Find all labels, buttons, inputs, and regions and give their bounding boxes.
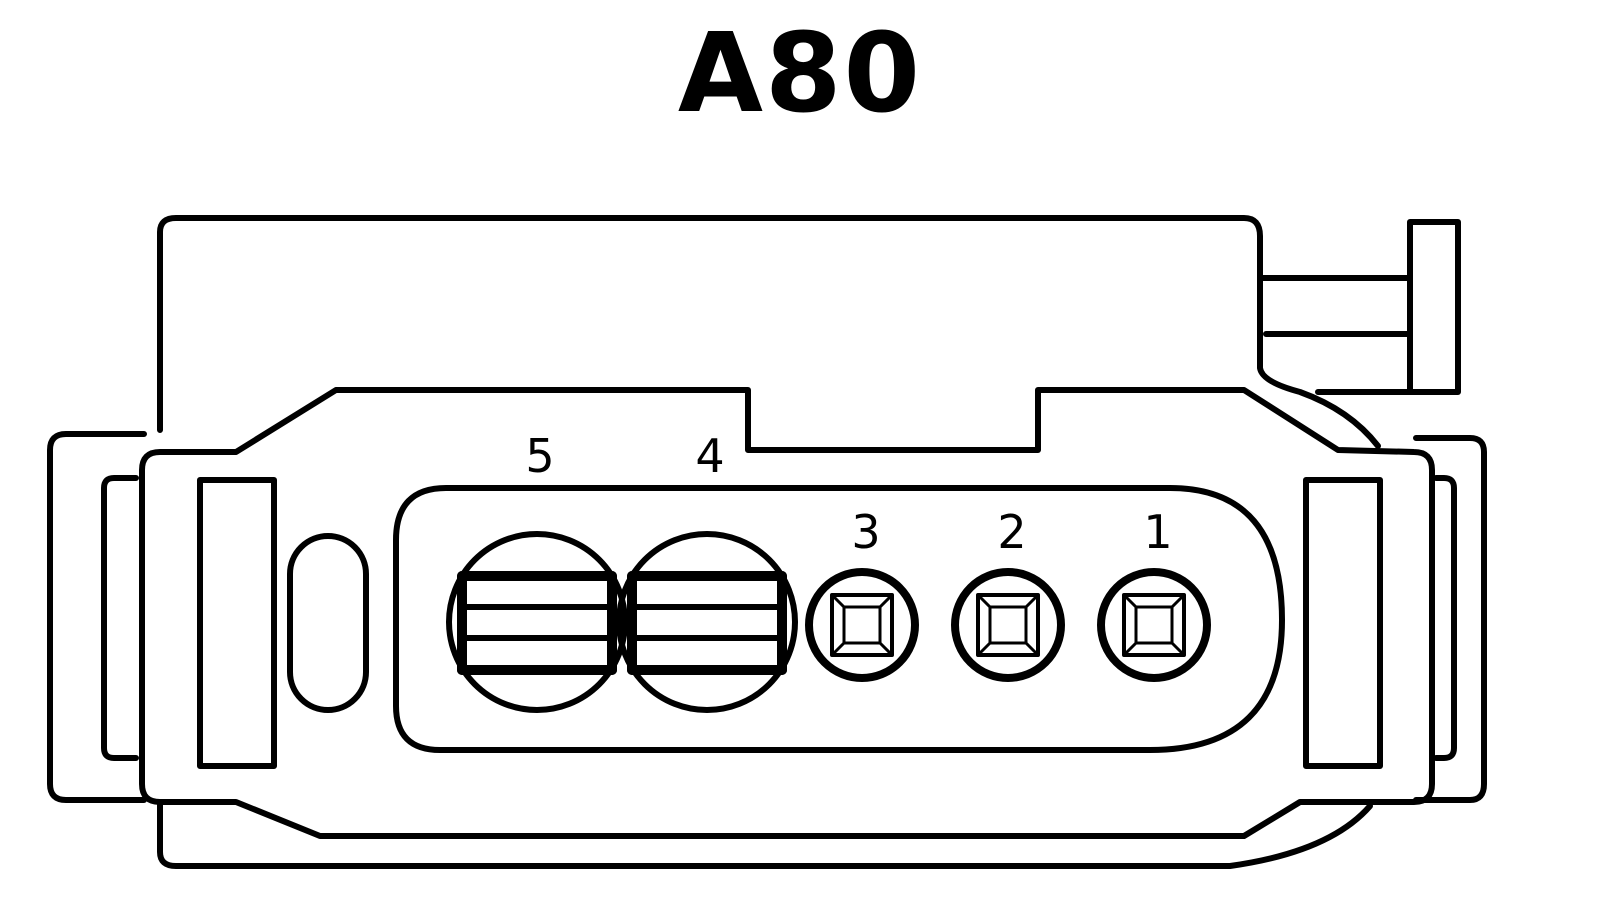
rear-housing-bottom	[157, 799, 1373, 869]
pin-label-5: 5	[525, 429, 554, 483]
pin-3-terminal	[805, 568, 919, 682]
left-lock-bar	[197, 477, 277, 769]
polarization-key	[287, 533, 369, 713]
pin-4-terminal	[616, 531, 798, 713]
pin-2-terminal	[951, 568, 1065, 682]
right-inner-flange	[1433, 475, 1457, 761]
left-outer-flange	[47, 431, 147, 803]
front-face-outline	[139, 387, 1435, 839]
connector-title: A80	[677, 9, 923, 137]
rear-housing-outline	[157, 215, 1381, 449]
right-lock-bar	[1303, 477, 1383, 769]
pin-label-2: 2	[997, 505, 1026, 559]
left-inner-flange	[101, 475, 139, 761]
locking-latch	[1257, 219, 1461, 395]
pin-label-3: 3	[851, 505, 880, 559]
pin-5-terminal	[446, 531, 628, 713]
right-outer-flange	[1413, 435, 1487, 803]
pin-label-4: 4	[695, 429, 724, 483]
pin-label-1: 1	[1143, 505, 1172, 559]
cavity-area-outline	[393, 485, 1285, 753]
pin-1-terminal	[1097, 568, 1211, 682]
